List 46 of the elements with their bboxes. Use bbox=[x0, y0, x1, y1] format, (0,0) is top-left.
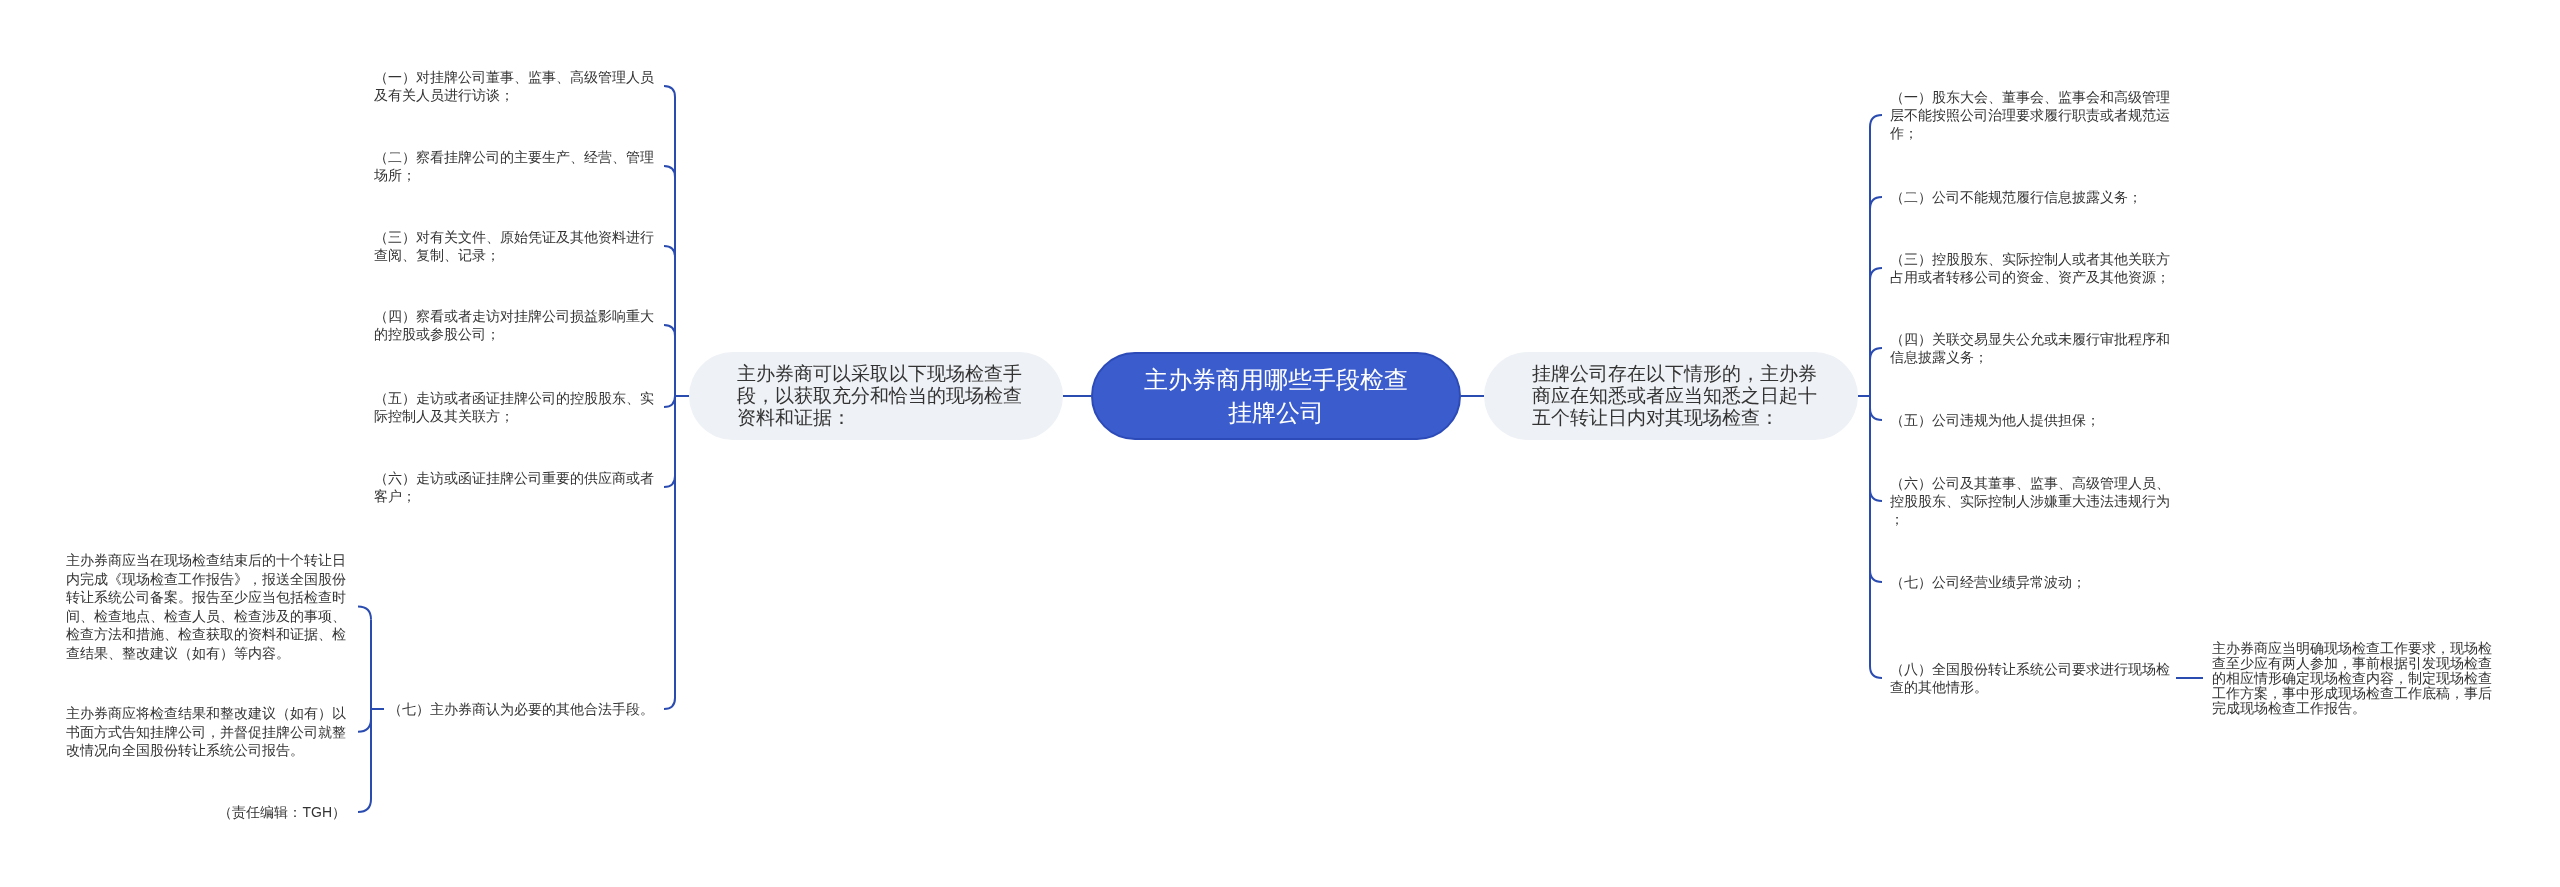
branch-text: （六）公司及其董事、监事、高级管理人员、控股股东、实际控制人涉嫌重大违法违规行为； bbox=[1882, 474, 2176, 528]
connector-line bbox=[1869, 488, 1883, 502]
branch-text: （四）关联交易显失公允或未履行审批程序和信息披露义务； bbox=[1882, 330, 2176, 366]
connector-line bbox=[674, 96, 690, 699]
branch-text: （三）对有关文件、原始凭证及其他资料进行查阅、复制、记录； bbox=[374, 228, 664, 264]
branch-text: （七）主办券商认为必要的其他合法手段。 bbox=[384, 700, 664, 718]
connector-line bbox=[370, 618, 385, 800]
connector-line bbox=[1869, 347, 1883, 361]
connector-line bbox=[1869, 407, 1883, 421]
connector-line bbox=[663, 324, 676, 337]
connector-line bbox=[663, 475, 676, 488]
branch-text: （六）走访或函证挂牌公司重要的供应商或者客户； bbox=[374, 469, 664, 505]
branch-text: （五）公司违规为他人提供担保； bbox=[1882, 411, 2176, 429]
connector-line bbox=[663, 85, 676, 98]
connector-line bbox=[663, 165, 676, 178]
branch-text: （二）公司不能规范履行信息披露义务； bbox=[1882, 188, 2176, 206]
branch-text: （五）走访或者函证挂牌公司的控股股东、实际控制人及其关联方； bbox=[374, 389, 664, 425]
connector-line bbox=[663, 697, 676, 710]
connector-line bbox=[357, 605, 372, 621]
note-text: 主办券商应当明确现场检查工作要求，现场检查至少应有两人参加，事前根据引发现场检查的相应情形确定现场检查内容，制定现场检查工作方案，事中形成现场检查工作底稿，事后完成现场检查工作报告。 bbox=[2203, 641, 2500, 716]
editor-note-text: （责任编辑：TGH） bbox=[66, 803, 358, 821]
connector-line bbox=[1869, 569, 1883, 583]
note-text: 主办券商应将检查结果和整改建议（如有）以书面方式告知挂牌公司，并督促挂牌公司就整改情况向全国股份转让系统公司报告。 bbox=[66, 704, 358, 760]
branch-text: （一）对挂牌公司董事、监事、高级管理人员及有关人员进行访谈； bbox=[374, 68, 664, 104]
connector-line bbox=[1869, 665, 1883, 679]
central-topic-node: 主办券商用哪些手段检查挂牌公司 bbox=[1091, 352, 1461, 440]
connector-line bbox=[663, 395, 676, 408]
branch-text: （七）公司经营业绩异常波动； bbox=[1882, 573, 2176, 591]
connector-line bbox=[1869, 114, 1883, 128]
connector-line bbox=[663, 245, 676, 258]
note-text: 主办券商应当在现场检查结束后的十个转让日内完成《现场检查工作报告》，报送全国股份转让系统公司备案。报告至少应当包括检查时间、检查地点、检查人员、检查涉及的事项、检查方法和措施、检查获取的资料和证据、检查结果、整改建议（如有）等内容。 bbox=[66, 551, 358, 662]
connector-line bbox=[357, 798, 372, 813]
connector-line bbox=[357, 717, 372, 733]
branch-text: （三）控股股东、实际控制人或者其他关联方占用或者转移公司的资金、资产及其他资源； bbox=[1882, 250, 2176, 286]
branch-text: （四）察看或者走访对挂牌公司损益影响重大的控股或参股公司； bbox=[374, 307, 664, 343]
subtopic-node: 挂牌公司存在以下情形的，主办券商应在知悉或者应当知悉之日起十五个转让日内对其现场检查： bbox=[1484, 352, 1858, 440]
branch-text: （二）察看挂牌公司的主要生产、经营、管理场所； bbox=[374, 148, 664, 184]
connector-line bbox=[2175, 677, 2204, 679]
subtopic-node: 主办券商可以采取以下现场检查手段，以获取充分和恰当的现场检查资料和证据： bbox=[689, 352, 1063, 440]
connector-line bbox=[1062, 395, 1092, 397]
connector-line bbox=[1857, 126, 1871, 667]
connector-line bbox=[1869, 267, 1883, 281]
branch-text: （一）股东大会、董事会、监事会和高级管理层不能按照公司治理要求履行职责或者规范运作； bbox=[1882, 88, 2176, 142]
connector-line bbox=[1460, 395, 1485, 397]
connector-line bbox=[1869, 196, 1883, 210]
branch-text: （八）全国股份转让系统公司要求进行现场检查的其他情形。 bbox=[1882, 660, 2176, 696]
